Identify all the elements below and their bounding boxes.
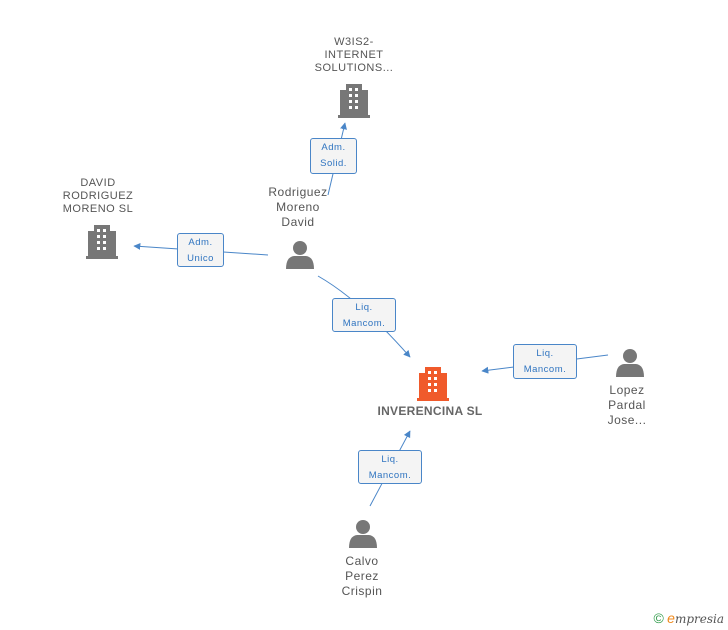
edge-label-adm-solid[interactable]: Adm. Solid.	[310, 138, 357, 174]
edge-label-liq-mancom-calvo[interactable]: Liq. Mancom.	[358, 450, 422, 484]
person-icon[interactable]	[616, 349, 644, 377]
edge-label-adm-unico[interactable]: Adm. Unico	[177, 233, 224, 267]
person-icon[interactable]	[286, 241, 314, 269]
person-icon[interactable]	[349, 520, 377, 548]
building-icon[interactable]	[338, 84, 370, 118]
company-label-w3is2[interactable]: W3IS2- INTERNET SOLUTIONS...	[314, 36, 394, 74]
person-label-calvo-perez[interactable]: Calvo Perez Crispin	[341, 554, 383, 598]
brand-name: mpresia	[674, 612, 724, 626]
copyright-icon: ©	[653, 610, 664, 626]
edge-label-liq-mancom-lopez[interactable]: Liq. Mancom.	[513, 344, 577, 379]
company-label-david-rodriguez-sl[interactable]: DAVID RODRIGUEZ MORENO SL	[62, 177, 134, 215]
building-icon-main[interactable]	[417, 367, 449, 401]
footer-brand[interactable]: © empresia	[653, 610, 724, 626]
building-icon[interactable]	[86, 225, 118, 259]
company-label-inverencina[interactable]: INVERENCINA SL	[377, 404, 483, 418]
edge-label-liq-mancom-rodriguez[interactable]: Liq. Mancom.	[332, 298, 396, 332]
person-label-rodriguez-moreno[interactable]: Rodriguez Moreno David	[268, 185, 328, 229]
brand-e: e	[667, 610, 675, 626]
person-label-lopez-pardal[interactable]: Lopez Pardal Jose...	[607, 383, 647, 427]
